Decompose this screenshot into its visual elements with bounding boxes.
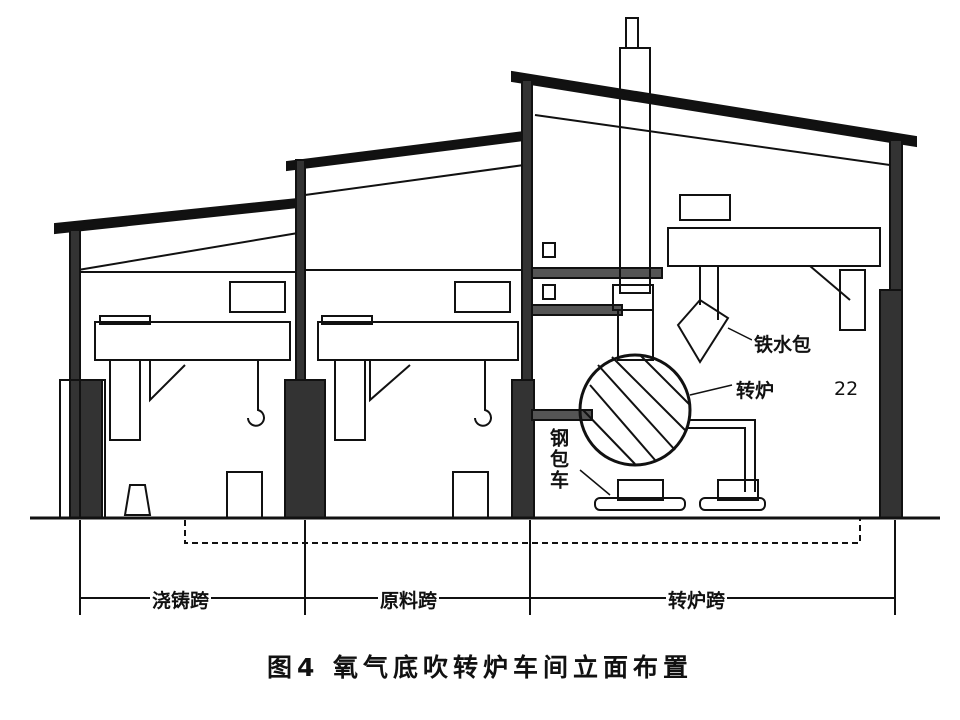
track-dashed-line bbox=[184, 518, 861, 544]
ladle-cars bbox=[594, 479, 766, 511]
roof-converter-span bbox=[511, 70, 917, 166]
figure-caption: 图4 氧气底吹转炉车间立面布置 bbox=[266, 653, 694, 682]
crane-casting-span bbox=[94, 281, 291, 441]
label-hot-metal-ladle: 铁水包 bbox=[752, 330, 814, 357]
roof-materials-span bbox=[286, 130, 525, 271]
label-converter-span: 转炉跨 bbox=[666, 586, 728, 613]
span-dimension-line bbox=[79, 520, 896, 615]
label-converter: 转炉 bbox=[734, 376, 777, 403]
label-ladle-car: 钢包车 bbox=[547, 428, 569, 491]
leader-lines bbox=[579, 327, 753, 496]
building-columns bbox=[59, 79, 903, 519]
label-number-22: 22 bbox=[832, 378, 861, 400]
crane-converter-span bbox=[667, 194, 881, 364]
label-materials-span: 原料跨 bbox=[378, 586, 440, 613]
converter-vessel bbox=[578, 353, 756, 492]
roof-casting-span bbox=[54, 197, 299, 273]
chimney bbox=[612, 17, 654, 361]
crane-materials-span bbox=[317, 281, 519, 441]
label-casting-span: 浇铸跨 bbox=[150, 586, 212, 613]
converter-platforms bbox=[531, 242, 663, 421]
